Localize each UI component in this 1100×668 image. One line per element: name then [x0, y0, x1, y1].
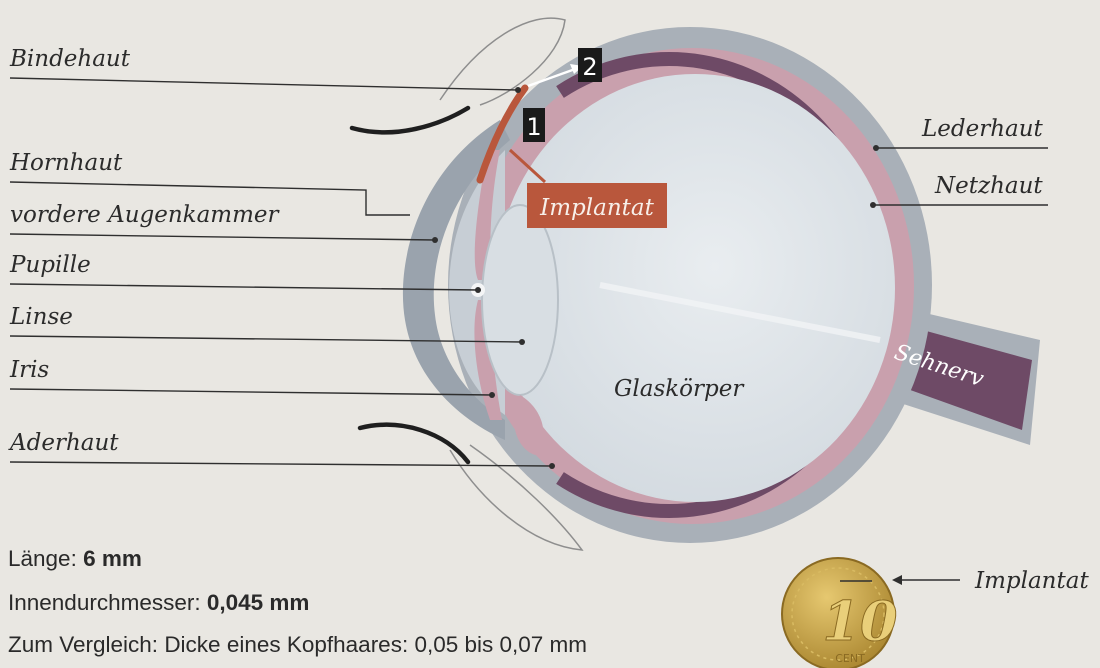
leader-iris-dot	[489, 392, 495, 398]
info-length: Länge: 6 mm	[8, 546, 142, 572]
leader-bindehaut	[10, 78, 518, 90]
label-coin-implantat: Implantat	[974, 568, 1089, 594]
label-bindehaut: Bindehaut	[9, 46, 131, 72]
coin-10-cent: 10 CENT	[782, 558, 898, 668]
leader-vordere-augenkammer	[10, 234, 435, 240]
step-2-badge: 2	[578, 48, 602, 82]
lower-lash	[360, 425, 468, 462]
info-comparison-text: Zum Vergleich: Dicke eines Kopfhaares: 0…	[8, 632, 587, 657]
vitreous-label: Glaskörper	[614, 376, 745, 402]
leader-aderhaut-dot	[549, 463, 555, 469]
info-inner-diameter-value: 0,045 mm	[207, 590, 310, 615]
leader-pupille-dot	[475, 287, 481, 293]
info-inner-diameter-label: Innendurchmesser:	[8, 590, 207, 615]
label-aderhaut: Aderhaut	[8, 430, 119, 456]
implant-callout-label: Implantat	[539, 195, 654, 221]
label-linse: Linse	[9, 304, 73, 330]
coin-unit: CENT	[835, 652, 865, 665]
label-netzhaut: Netzhaut	[934, 173, 1043, 199]
leader-bindehaut-dot	[515, 87, 521, 93]
info-length-value: 6 mm	[83, 546, 142, 571]
leader-coin-arrow	[892, 575, 902, 585]
step-2-label: 2	[582, 53, 597, 81]
leader-vordere-augenkammer-dot	[432, 237, 438, 243]
leader-netzhaut-dot	[870, 202, 876, 208]
leader-aderhaut	[10, 462, 552, 466]
leader-lederhaut-dot	[873, 145, 879, 151]
leader-linse	[10, 336, 522, 342]
info-inner-diameter: Innendurchmesser: 0,045 mm	[8, 590, 309, 616]
lens	[482, 205, 558, 395]
label-pupille: Pupille	[9, 252, 91, 278]
leader-iris	[10, 389, 492, 395]
label-vordere-augenkammer: vordere Augenkammer	[10, 202, 281, 228]
info-comparison: Zum Vergleich: Dicke eines Kopfhaares: 0…	[8, 632, 587, 658]
label-iris: Iris	[9, 357, 49, 383]
label-lederhaut: Lederhaut	[921, 116, 1044, 142]
upper-lash	[352, 108, 468, 132]
step-1-label: 1	[526, 113, 541, 141]
label-hornhaut: Hornhaut	[9, 150, 123, 176]
step-1-badge: 1	[523, 108, 545, 142]
coin-value: 10	[822, 589, 897, 653]
leader-linse-dot	[519, 339, 525, 345]
info-length-label: Länge:	[8, 546, 83, 571]
